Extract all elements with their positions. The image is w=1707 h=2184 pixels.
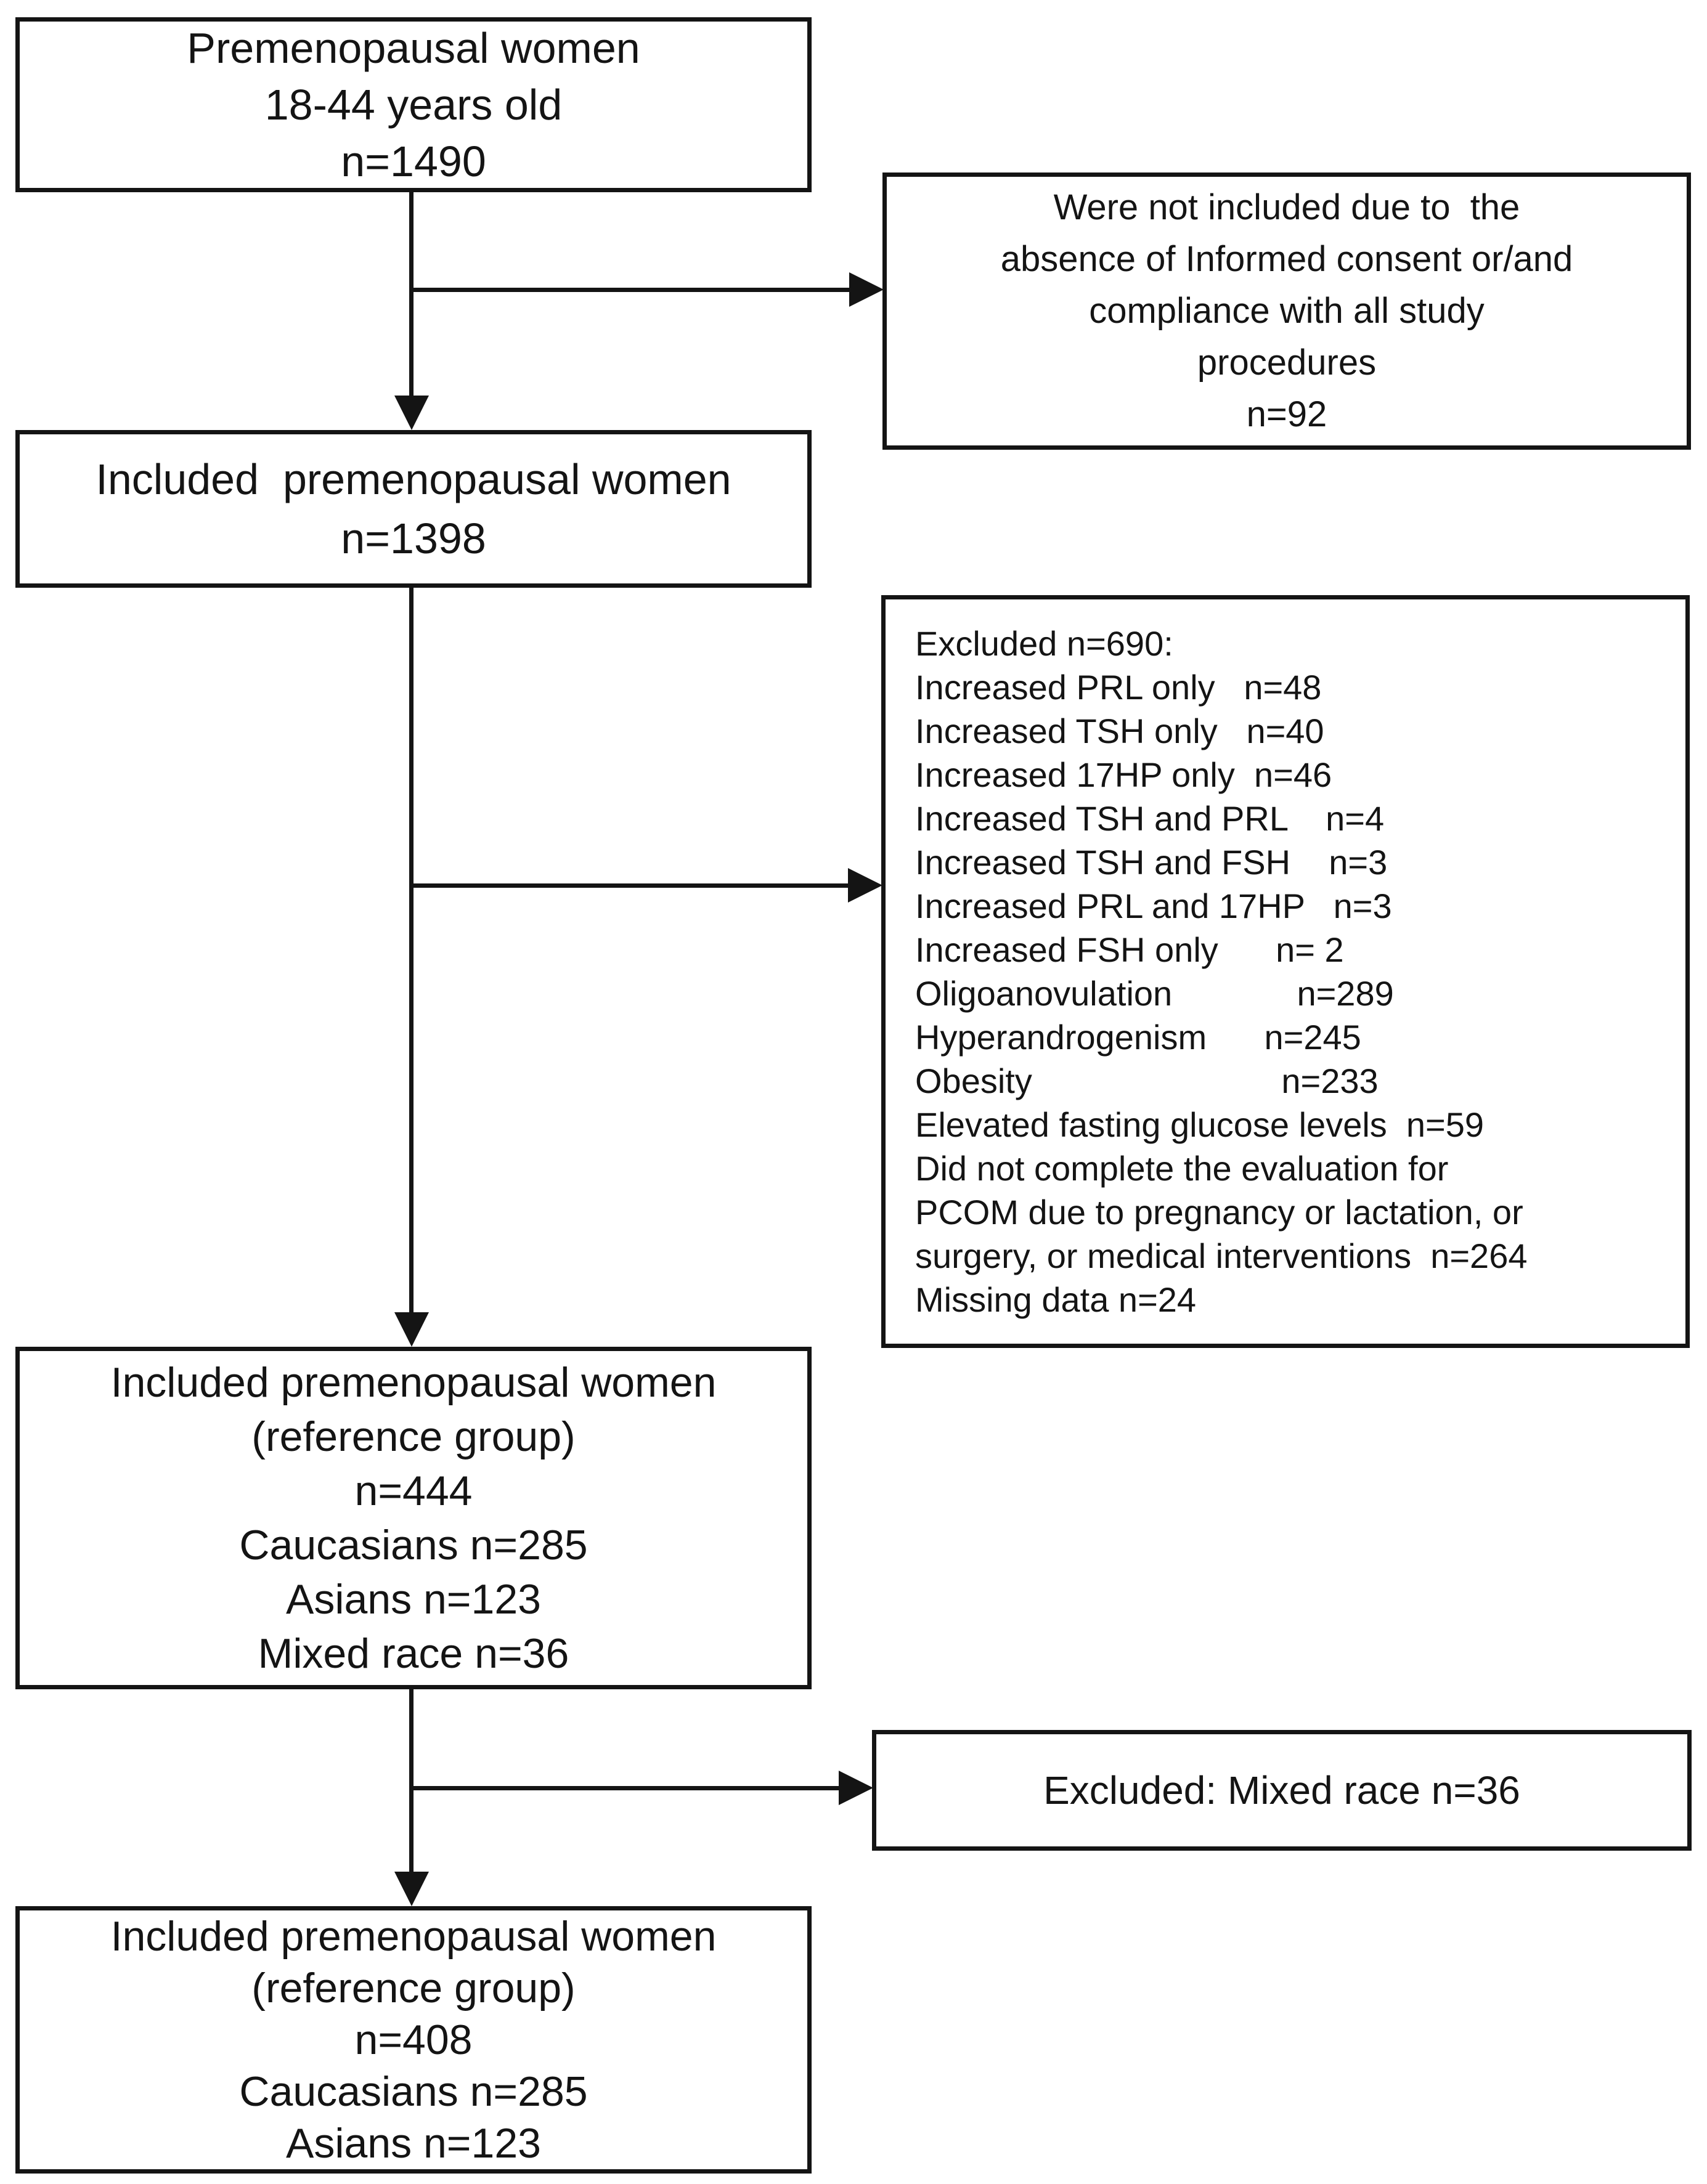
box-excluded-mixed-race-36-text: Excluded: Mixed race n=36 [1043,1768,1520,1813]
box-not-included-92: Were not included due to the absence of … [882,173,1691,450]
box-included-reference-408: Included premenopausal women (reference … [15,1906,812,2174]
connector-branch-to-not-included-line [411,288,850,292]
arrowhead-down-into-included-1398 [394,396,429,430]
connector-branch-to-excluded-mixed-line [411,1786,840,1790]
arrowhead-down-into-included-444 [394,1312,429,1347]
connector-reference-to-final-line [409,1687,414,1873]
connector-branch-to-excluded-690-line [411,883,849,888]
box-included-reference-444: Included premenopausal women (reference … [15,1347,812,1689]
box-premenopausal-women-1490: Premenopausal women 18-44 years old n=14… [15,17,812,192]
box-included-premenopausal-1398-text: Included premenopausal women n=1398 [96,455,731,562]
box-included-reference-444-text: Included premenopausal women (reference … [110,1359,717,1677]
connector-included-to-reference-line [409,585,414,1315]
arrowhead-right-into-not-included [849,272,884,307]
arrowhead-right-into-excluded-mixed [839,1771,873,1805]
box-included-premenopausal-1398: Included premenopausal women n=1398 [15,430,812,588]
box-not-included-92-text: Were not included due to the absence of … [1000,187,1573,434]
box-excluded-690: Excluded n=690: Increased PRL only n=48 … [881,595,1690,1348]
box-premenopausal-women-1490-text: Premenopausal women 18-44 years old n=14… [187,24,640,185]
box-excluded-mixed-race-36: Excluded: Mixed race n=36 [872,1730,1692,1851]
arrowhead-right-into-excluded-690 [848,868,882,903]
connector-top-to-included-line [409,190,414,397]
arrowhead-down-into-included-408 [394,1872,429,1906]
box-excluded-690-text: Excluded n=690: Increased PRL only n=48 … [915,624,1528,1319]
box-included-reference-408-text: Included premenopausal women (reference … [110,1913,717,2167]
